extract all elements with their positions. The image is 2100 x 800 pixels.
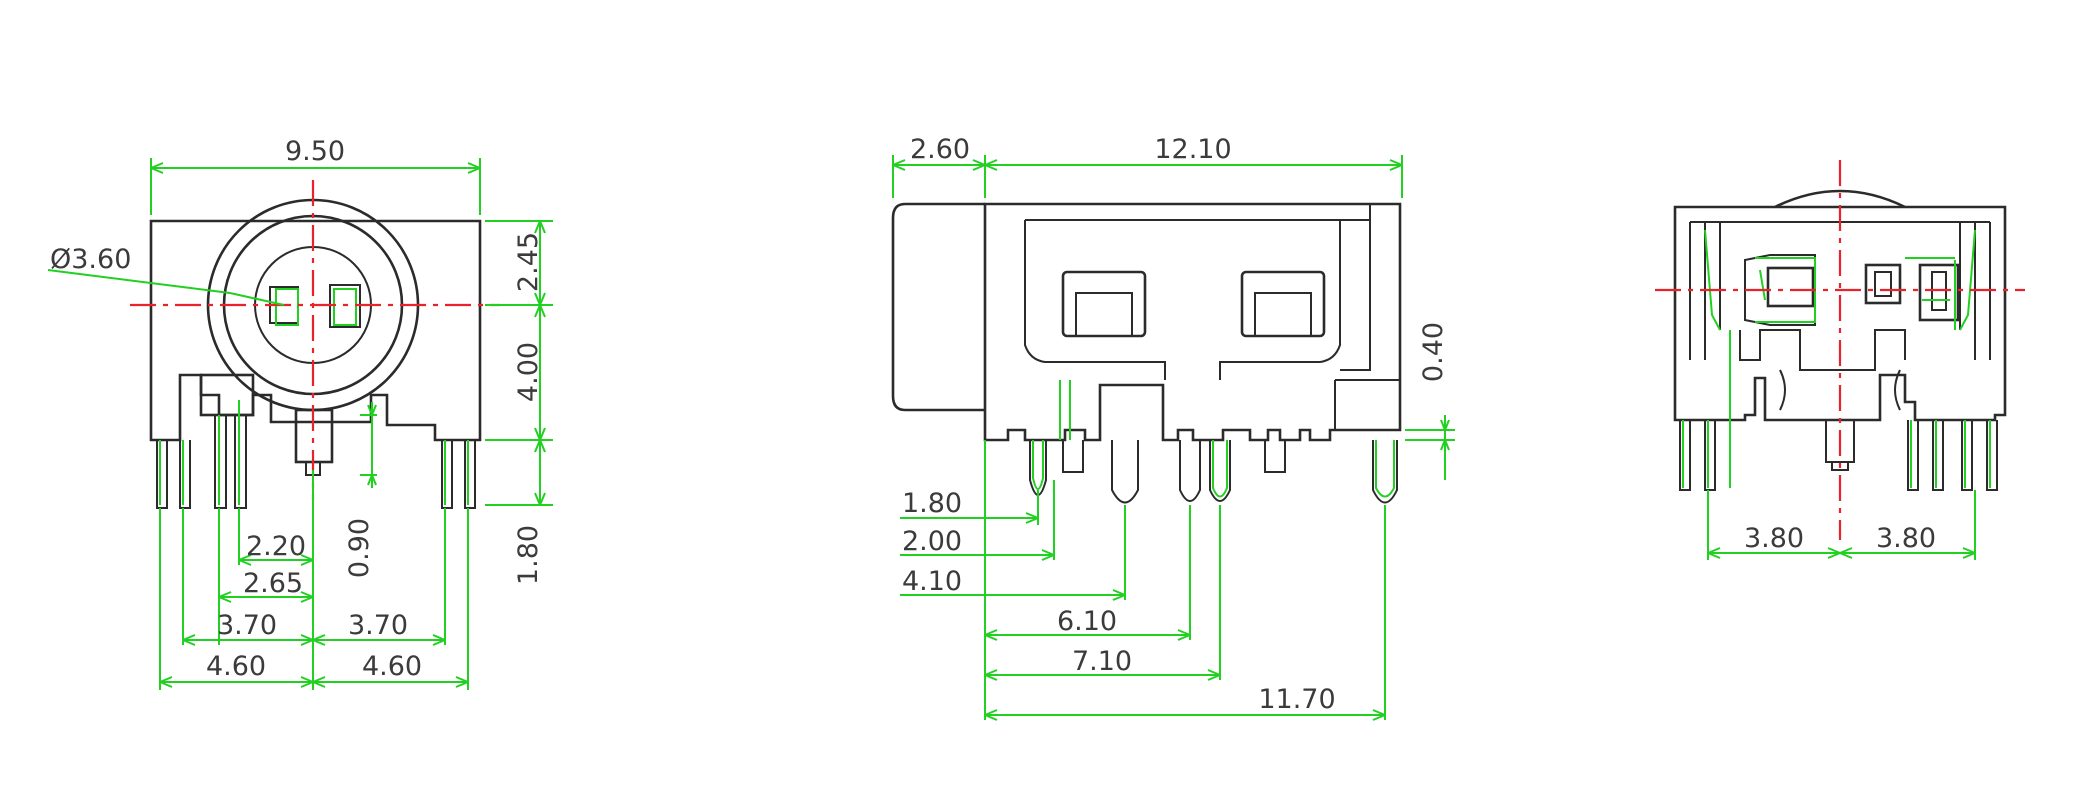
dim-front-width: 9.50 [285, 136, 345, 167]
rear-center-opening [1739, 329, 1906, 371]
side-dimensions: 2.60 12.10 0.40 1.80 2.00 4.10 6.10 7.1 [892, 134, 1455, 721]
rear-dimensions: 3.80 3.80 [1707, 490, 1976, 560]
side-body-outline [983, 202, 1402, 442]
dim-body-length: 12.10 [1154, 134, 1231, 165]
dim-base-to-tip: 1.80 [513, 525, 544, 585]
dim-top-to-center: 2.45 [513, 232, 544, 292]
dim-center-to-base: 4.00 [513, 342, 544, 402]
dim-outer-pin-left: 4.60 [206, 651, 266, 682]
dim-pin-pitch-left: 3.70 [217, 610, 277, 641]
dim-pin-6: 11.70 [1258, 684, 1335, 715]
dim-nose-length: 2.60 [910, 134, 970, 165]
side-body-rear-step [1334, 205, 1400, 430]
dim-pin-offset-a: 2.20 [246, 531, 306, 562]
dim-pin-4: 6.10 [1057, 606, 1117, 637]
rear-dome [1774, 189, 1906, 209]
rear-contact-right [1864, 229, 1976, 331]
front-view: 9.50 Ø3.60 2.45 4.00 1.80 0.90 2.20 2.65 [47, 136, 553, 690]
dim-pin-pitch-right: 3.70 [348, 610, 408, 641]
side-nose [891, 202, 985, 412]
front-dimensions: 9.50 Ø3.60 2.45 4.00 1.80 0.90 2.20 2.65 [47, 136, 553, 690]
contact-left-green [275, 288, 299, 326]
dim-pin-1: 1.80 [902, 488, 962, 519]
side-body-inner-right [1219, 220, 1341, 380]
front-body-outline [149, 219, 482, 442]
rear-view: 3.80 3.80 [1655, 160, 2025, 560]
dim-pin-5: 7.10 [1072, 646, 1132, 677]
dim-rear-pin-spacing-right: 3.80 [1876, 523, 1936, 554]
dim-pin-2: 2.00 [902, 526, 962, 557]
dim-pin-standoff: 0.90 [344, 518, 375, 578]
rear-body-outline [1673, 205, 2007, 422]
dim-standoff-height: 0.40 [1418, 322, 1449, 382]
dim-pin-offset-b: 2.65 [243, 568, 303, 599]
dim-pin-3: 4.10 [902, 566, 962, 597]
side-view: 2.60 12.10 0.40 1.80 2.00 4.10 6.10 7.1 [891, 134, 1455, 721]
rear-contact-left [1704, 229, 1816, 331]
side-window-right-inner [1254, 292, 1312, 337]
dim-rear-pin-spacing-left: 3.80 [1744, 523, 1804, 554]
side-body-top-rail [1025, 205, 1371, 221]
dim-outer-pin-right: 4.60 [362, 651, 422, 682]
rear-pins [1679, 330, 1998, 491]
contact-right-green [333, 288, 357, 326]
side-window-left-inner [1075, 292, 1133, 337]
rear-center-bump [1779, 369, 1901, 411]
dim-hole-diameter: Ø3.60 [50, 244, 131, 275]
side-body-inner-left [1024, 220, 1166, 380]
